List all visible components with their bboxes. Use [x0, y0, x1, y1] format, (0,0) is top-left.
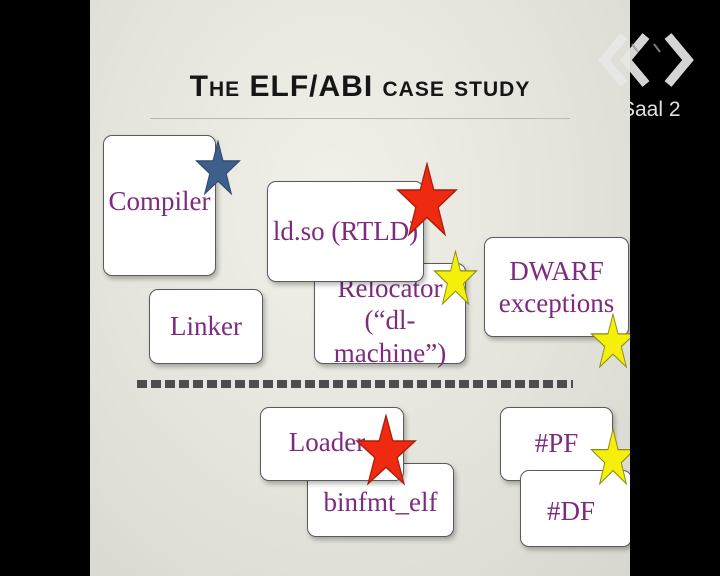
yellow-star-icon — [433, 250, 478, 308]
ldso-label: ld.so (RTLD) — [272, 216, 419, 247]
relocator-label-line2: (“dl-machine”) — [333, 305, 447, 368]
df-label: #DF — [546, 496, 595, 527]
red-star-icon — [396, 162, 458, 240]
dwarf-label-line2: exceptions — [498, 288, 615, 318]
ccc-logo-icon — [598, 30, 696, 90]
channel-label: Saal 2 — [621, 98, 681, 121]
linker-label: Linker — [170, 311, 242, 342]
red-star-icon — [355, 414, 417, 489]
df-box: #DF — [520, 470, 630, 547]
pf-box: #PF — [500, 407, 613, 481]
compiler-label: Compiler — [108, 186, 211, 217]
pf-label: #PF — [534, 427, 579, 458]
dwarf-label-line1: DWARF — [509, 255, 604, 286]
title-divider — [150, 118, 570, 119]
slide-title: The ELF/ABI case study — [189, 70, 531, 103]
dashed-separator — [137, 380, 573, 388]
ldso-box: ld.so (RTLD) — [267, 181, 424, 282]
blue-star-icon — [195, 140, 241, 198]
slide: The ELF/ABI case study Compiler Relocato… — [90, 0, 630, 576]
linker-box: Linker — [149, 289, 263, 364]
yellow-star-icon — [590, 313, 630, 371]
yellow-star-icon — [590, 428, 630, 488]
binfmt-label: binfmt_elf — [323, 486, 438, 517]
compiler-box: Compiler — [103, 135, 216, 276]
dwarf-box: DWARF exceptions — [484, 237, 629, 337]
loader-label: Loader — [288, 426, 366, 457]
